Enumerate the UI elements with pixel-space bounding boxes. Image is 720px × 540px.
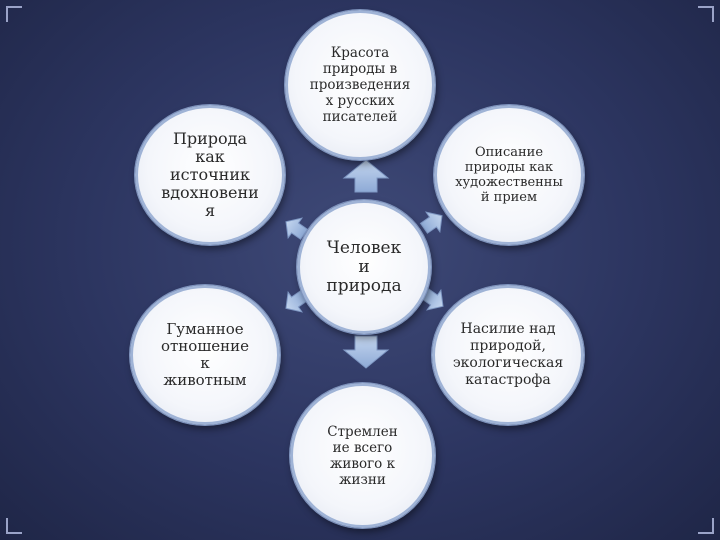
node-nature-description-artistic-device: Описание природы как художественны й при…: [434, 105, 584, 245]
node-violence-ecological-catastrophe: Насилие над природой, экологическая ката…: [432, 285, 584, 425]
node-label: Красота природы в произведения х русских…: [309, 45, 411, 125]
corner-bracket-top-right: [698, 6, 714, 22]
node-beauty-of-nature-in-literature: Красота природы в произведения х русских…: [285, 10, 435, 160]
arrow-up-icon: [342, 159, 390, 193]
node-humane-treatment-of-animals: Гуманное отношение к животным: [130, 285, 280, 425]
arrow-up-right-icon: [419, 211, 443, 234]
node-striving-for-life: Стремлен ие всего живого к жизни: [290, 383, 435, 528]
node-label: Человек и природа: [326, 237, 402, 296]
corner-bracket-bottom-left: [6, 518, 22, 534]
node-label: Описание природы как художественны й при…: [455, 145, 563, 205]
node-nature-as-inspiration: Природа как источник вдохновени я: [135, 105, 285, 245]
corner-bracket-bottom-right: [698, 518, 714, 534]
corner-bracket-top-left: [6, 6, 22, 22]
node-center-man-and-nature: Человек и природа: [297, 200, 431, 334]
node-label: Гуманное отношение к животным: [160, 320, 250, 389]
node-label: Природа как источник вдохновени я: [161, 129, 259, 220]
node-label: Насилие над природой, экологическая ката…: [452, 321, 564, 388]
arrow-down-icon: [342, 335, 390, 369]
node-label: Стремлен ие всего живого к жизни: [327, 423, 398, 488]
